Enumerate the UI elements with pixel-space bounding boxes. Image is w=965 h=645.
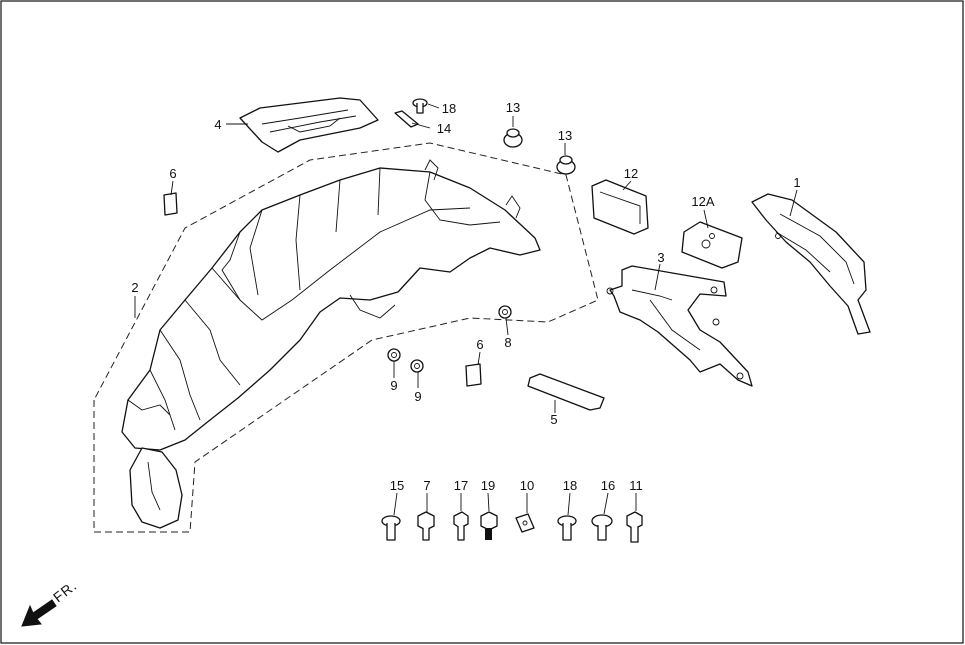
grommet-part-b: [556, 155, 576, 175]
assembly-boundary: [93, 142, 599, 533]
label-part-6-upper: 6: [169, 166, 176, 181]
part-labels: 1 2 3 4 5 6 6 7 8 9 9 10 11 12 12A 13 13…: [131, 100, 800, 493]
screw-part-17: [453, 511, 469, 541]
screw-part-18: [557, 515, 577, 541]
label-part-17: 17: [454, 478, 468, 493]
label-part-13b: 13: [558, 128, 572, 143]
label-part-16: 16: [601, 478, 615, 493]
label-part-12a: 12A: [691, 194, 714, 209]
nut-part-9a: [387, 348, 401, 362]
label-part-4: 4: [214, 117, 221, 132]
label-part-14: 14: [437, 121, 451, 136]
label-part-9a: 9: [390, 378, 397, 393]
leader-lines: [134, 103, 798, 516]
nut-part-8: [498, 305, 512, 319]
plate-part: [681, 221, 743, 269]
label-part-5: 5: [550, 412, 557, 427]
label-part-12: 12: [624, 166, 638, 181]
bracket-part: [606, 265, 753, 387]
grommet-part-a: [503, 128, 523, 148]
screw-part-top: [412, 98, 428, 114]
label-part-15: 15: [390, 478, 404, 493]
screw-part-15: [381, 515, 401, 541]
label-part-3: 3: [657, 250, 664, 265]
bolt-part-7: [417, 511, 435, 541]
label-part-19: 19: [481, 478, 495, 493]
rear-cover-part: [751, 193, 871, 335]
label-part-8: 8: [504, 335, 511, 350]
label-part-18-top: 18: [442, 101, 456, 116]
label-part-13a: 13: [506, 100, 520, 115]
decal-part-upper: [163, 192, 178, 216]
label-part-9b: 9: [414, 389, 421, 404]
decal-part-lower: [465, 363, 482, 387]
lens-frame-part: [591, 179, 649, 235]
label-part-2: 2: [131, 280, 138, 295]
front-arrow-icon: [21, 599, 57, 627]
clip-part-10: [515, 513, 535, 533]
front-direction-indicator: FR.: [21, 577, 80, 627]
screw-part-11: [626, 511, 643, 543]
front-label: FR.: [50, 577, 80, 605]
label-part-10: 10: [520, 478, 534, 493]
screw-part-16: [591, 514, 613, 541]
tool-tray-part: [239, 97, 379, 153]
label-part-7: 7: [423, 478, 430, 493]
label-part-1: 1: [793, 175, 800, 190]
label-part-6-lower: 6: [476, 337, 483, 352]
strip-part: [394, 110, 419, 128]
rear-fender-part: [121, 159, 541, 529]
plate-strip-part: [527, 373, 605, 411]
nut-part-9b: [410, 359, 424, 373]
bolt-part-19: [480, 511, 498, 540]
label-part-11: 11: [629, 478, 643, 493]
label-part-18: 18: [563, 478, 577, 493]
